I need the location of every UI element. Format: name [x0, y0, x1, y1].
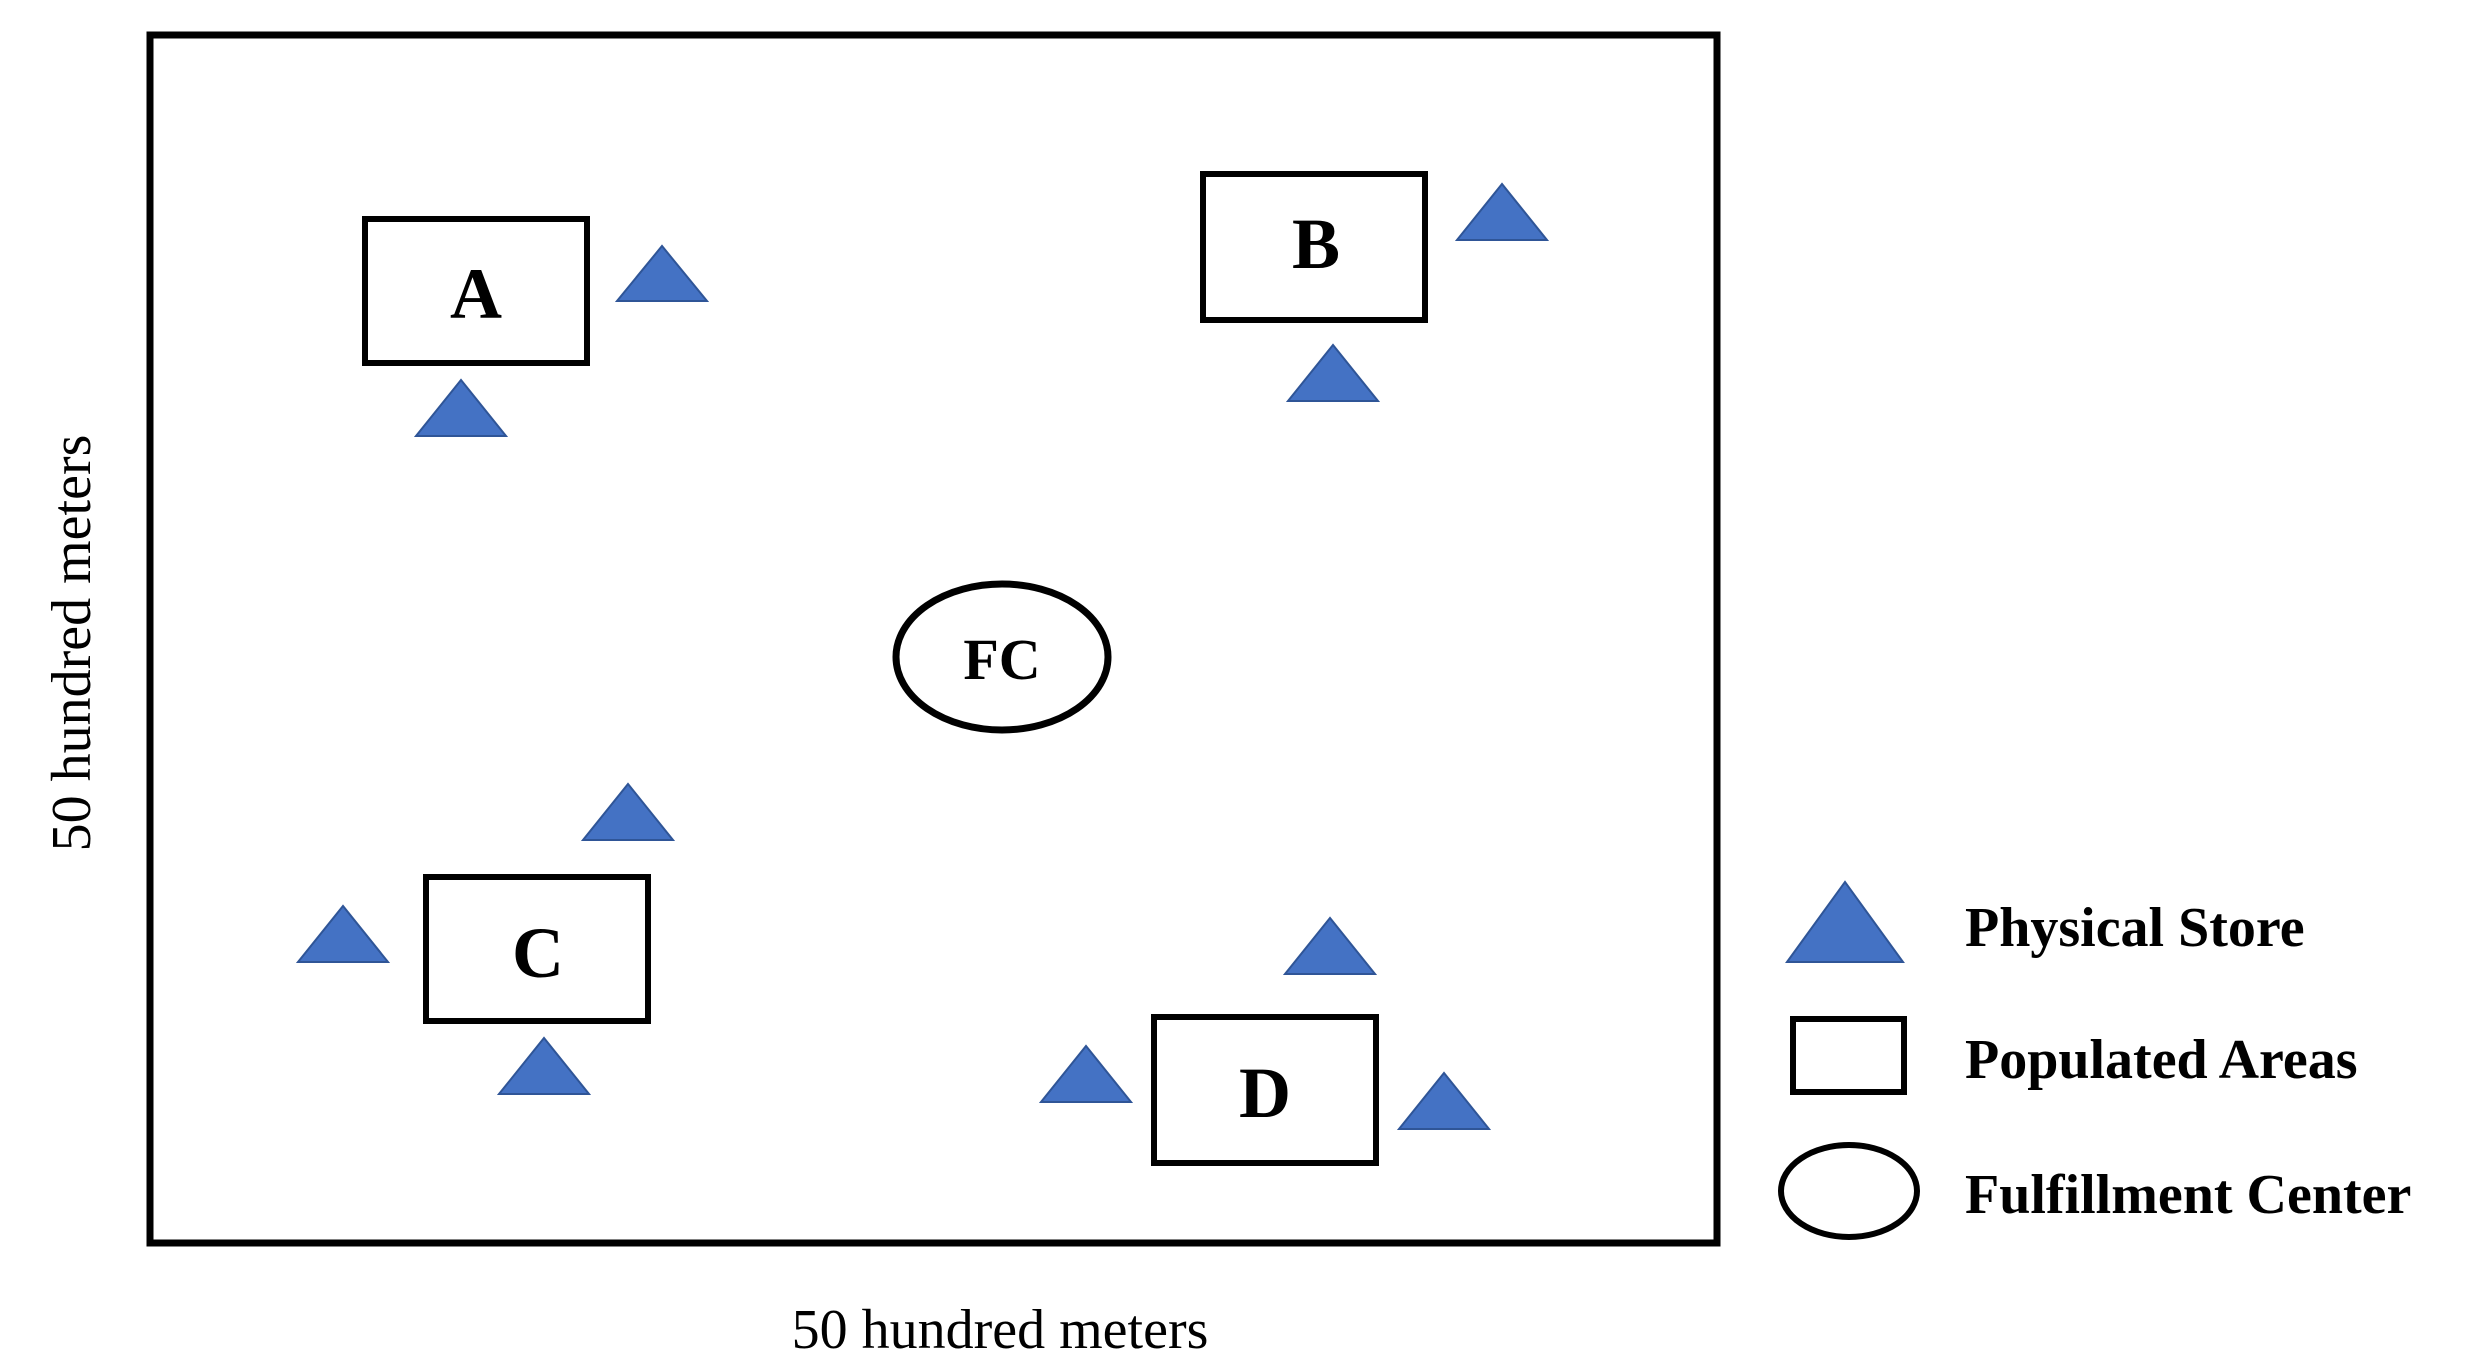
legend-item-physical-store: Physical Store — [1785, 880, 2305, 963]
area-a-box — [362, 216, 590, 366]
map-boundary — [146, 31, 1721, 1247]
x-axis-label: 50 hundred meters — [792, 1299, 1209, 1361]
legend-item-populated-areas: Populated Areas — [1790, 1016, 2358, 1095]
populated-area-d: D — [1151, 1014, 1379, 1166]
store-d-left-triangle-icon — [1038, 1044, 1134, 1103]
store-c-left-triangle-icon — [295, 904, 391, 963]
populated-area-b: B — [1200, 171, 1428, 323]
legend: Physical Store Populated Areas Fulfillme… — [1778, 880, 2411, 1240]
store-b-below-triangle-icon — [1285, 343, 1381, 402]
legend-ellipse-icon — [1778, 1142, 1920, 1240]
fulfillment-center-label: FC — [963, 627, 1040, 692]
legend-item-fulfillment-center: Fulfillment Center — [1778, 1142, 2411, 1240]
area-c-label: C — [512, 913, 564, 993]
store-a-below-triangle-icon — [413, 378, 509, 437]
store-c-below-triangle-icon — [496, 1036, 592, 1095]
area-b-label: B — [1292, 204, 1340, 284]
legend-triangle-icon — [1785, 880, 1905, 963]
store-d-right-triangle-icon — [1396, 1071, 1492, 1130]
store-b-right-triangle-icon — [1454, 182, 1550, 241]
area-c-box — [423, 874, 651, 1024]
area-d-label: D — [1239, 1053, 1291, 1133]
fulfillment-center-ellipse — [892, 580, 1112, 734]
store-a-right-triangle-icon — [614, 244, 710, 302]
y-axis-label: 50 hundred meters — [41, 435, 103, 852]
populated-area-a: A — [362, 216, 590, 366]
area-a-label: A — [450, 254, 502, 334]
legend-rectangle-icon — [1790, 1016, 1907, 1095]
legend-physical-store-label: Physical Store — [1965, 897, 2305, 959]
store-d-above-triangle-icon — [1282, 916, 1378, 975]
area-d-box — [1151, 1014, 1379, 1166]
physical-stores — [295, 182, 1550, 1130]
area-b-box — [1200, 171, 1428, 323]
store-c-above-triangle-icon — [580, 782, 676, 841]
legend-fulfillment-center-label: Fulfillment Center — [1965, 1164, 2411, 1226]
legend-populated-areas-label: Populated Areas — [1965, 1029, 2358, 1091]
populated-area-c: C — [423, 874, 651, 1024]
fulfillment-center: FC — [892, 580, 1112, 734]
